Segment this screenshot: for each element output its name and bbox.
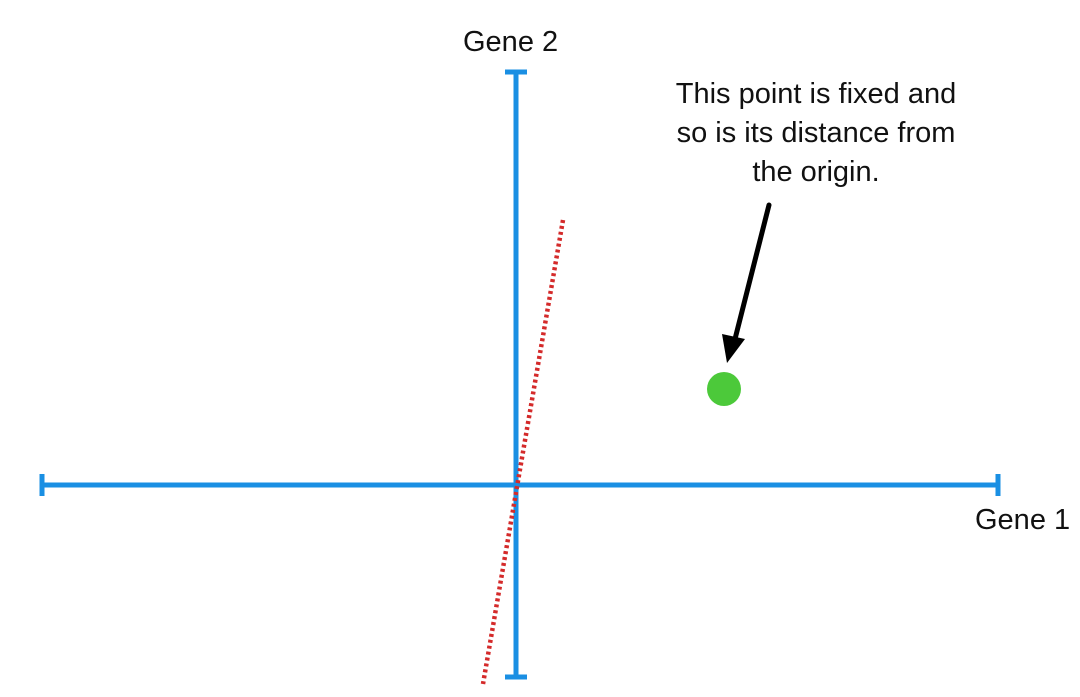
annotation-line: so is its distance from xyxy=(676,117,956,149)
gene2-axis-label: Gene 2 xyxy=(463,26,559,58)
data-point xyxy=(707,372,741,406)
gene2-axis xyxy=(505,69,527,680)
fit-line xyxy=(480,219,566,685)
annotation-line: the origin. xyxy=(752,156,880,188)
annotation-line: This point is fixed and xyxy=(675,78,957,110)
annotation-arrow xyxy=(722,202,772,363)
gene1-axis xyxy=(39,474,1001,496)
gene1-axis-label: Gene 1 xyxy=(975,504,1071,536)
annotation-text: This point is fixed and so is its distan… xyxy=(640,75,992,192)
